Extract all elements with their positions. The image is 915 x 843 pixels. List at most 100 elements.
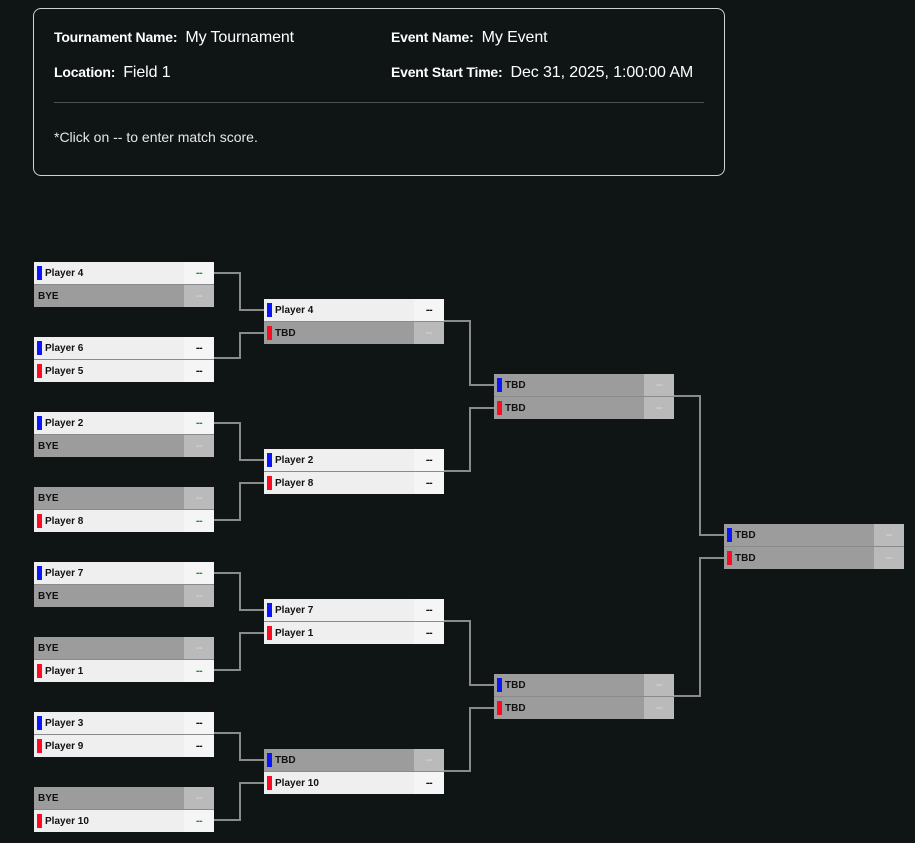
competitor-row-bottom[interactable]: BYE-- [34,585,214,607]
score-entry-button[interactable]: -- [874,547,904,569]
match-row-divider [264,471,444,472]
match-row-divider [34,284,214,285]
competitor-row-bottom[interactable]: Player 8-- [264,472,444,494]
competitor-row-top[interactable]: Player 7-- [264,599,444,621]
competitor-row-bottom[interactable]: TBD-- [264,322,444,344]
competitor-name: TBD [275,754,296,766]
competitor-name: BYE [38,290,59,302]
competitor-name: Player 10 [45,815,89,827]
event-start-time-field: Event Start Time: Dec 31, 2025, 1:00:00 … [391,64,693,82]
match-row-divider [34,359,214,360]
score-entry-button[interactable]: -- [184,585,214,607]
event-name-value: My Event [481,29,548,46]
match-row-divider [264,771,444,772]
competitor-row-bottom[interactable]: Player 9-- [34,735,214,757]
competitor-row-bottom[interactable]: Player 10-- [264,772,444,794]
score-entry-button[interactable]: -- [874,524,904,546]
score-entry-button[interactable]: -- [184,262,214,284]
competitor-row-top[interactable]: Player 2-- [34,412,214,434]
score-entry-button[interactable]: -- [414,749,444,771]
match-row-divider [34,434,214,435]
competitor-name: TBD [505,379,526,391]
score-entry-button[interactable]: -- [414,449,444,471]
competitor-row-top[interactable]: BYE -- [34,787,214,809]
competitor-row-top[interactable]: Player 3 -- [34,712,214,734]
competitor-row-bottom[interactable]: TBD -- [724,547,904,569]
score-entry-button[interactable]: -- [184,735,214,757]
seed-color-marker-icon [267,603,272,617]
score-entry-button[interactable]: -- [414,622,444,644]
score-entry-button[interactable]: -- [184,660,214,682]
competitor-row-bottom[interactable]: Player 5-- [34,360,214,382]
competitor-row-top[interactable]: TBD -- [494,674,674,696]
competitor-name: Player 2 [275,454,314,466]
competitor-name: Player 1 [275,627,314,639]
competitor-name: TBD [505,679,526,691]
round1-match-7: Player 3 --Player 9-- [34,712,214,757]
competitor-row-top[interactable]: TBD -- [724,524,904,546]
score-entry-button[interactable]: -- [644,397,674,419]
score-entry-button[interactable]: -- [644,697,674,719]
competitor-name: TBD [505,402,526,414]
score-entry-button[interactable]: -- [184,487,214,509]
score-entry-button[interactable]: -- [184,285,214,307]
score-entry-button[interactable]: -- [644,374,674,396]
score-entry-button[interactable]: -- [184,360,214,382]
seed-color-marker-icon [37,664,42,678]
round1-match-6: BYE-- Player 1 -- [34,637,214,682]
competitor-name: Player 6 [45,342,84,354]
seed-color-marker-icon [497,401,502,415]
competitor-row-bottom[interactable]: Player 1 -- [34,660,214,682]
competitor-row-bottom[interactable]: Player 1 -- [264,622,444,644]
tournament-name-field: Tournament Name: My Tournament [54,29,294,47]
competitor-row-top[interactable]: Player 2 -- [264,449,444,471]
seed-color-marker-icon [497,378,502,392]
competitor-row-bottom[interactable]: Player 8-- [34,510,214,532]
competitor-row-top[interactable]: Player 7 -- [34,562,214,584]
competitor-name: BYE [38,440,59,452]
competitor-name: BYE [38,792,59,804]
competitor-name: TBD [735,529,756,541]
competitor-name: Player 7 [45,567,84,579]
competitor-row-bottom[interactable]: BYE -- [34,435,214,457]
score-entry-button[interactable]: -- [414,772,444,794]
competitor-row-bottom[interactable]: BYE -- [34,285,214,307]
score-entry-button[interactable]: -- [184,787,214,809]
score-entry-button[interactable]: -- [414,599,444,621]
competitor-name: Player 1 [45,665,84,677]
score-entry-button[interactable]: -- [184,337,214,359]
seed-color-marker-icon [497,678,502,692]
score-entry-button[interactable]: -- [644,674,674,696]
score-entry-button[interactable]: -- [184,412,214,434]
score-entry-button[interactable]: -- [414,472,444,494]
competitor-row-top[interactable]: Player 6 -- [34,337,214,359]
round1-match-4: BYE--Player 8-- [34,487,214,532]
competitor-row-top[interactable]: TBD -- [494,374,674,396]
round1-match-8: BYE -- Player 10 -- [34,787,214,832]
score-entry-button[interactable]: -- [184,562,214,584]
competitor-name: TBD [735,552,756,564]
competitor-row-top[interactable]: BYE-- [34,637,214,659]
competitor-row-bottom[interactable]: Player 10 -- [34,810,214,832]
competitor-row-top[interactable]: TBD -- [264,749,444,771]
seed-color-marker-icon [37,716,42,730]
tournament-name-value: My Tournament [185,29,295,46]
score-entry-button[interactable]: -- [414,299,444,321]
seed-color-marker-icon [267,626,272,640]
competitor-row-bottom[interactable]: TBD -- [494,397,674,419]
score-entry-button[interactable]: -- [184,637,214,659]
score-entry-button[interactable]: -- [184,712,214,734]
match-row-divider [494,396,674,397]
competitor-row-top[interactable]: Player 4-- [34,262,214,284]
score-entry-button[interactable]: -- [184,810,214,832]
score-entry-button[interactable]: -- [184,510,214,532]
competitor-row-top[interactable]: BYE-- [34,487,214,509]
seed-color-marker-icon [37,514,42,528]
seed-color-marker-icon [37,739,42,753]
competitor-name: Player 3 [45,717,84,729]
location-field: Location: Field 1 [54,64,171,82]
competitor-row-bottom[interactable]: TBD-- [494,697,674,719]
competitor-row-top[interactable]: Player 4-- [264,299,444,321]
score-entry-button[interactable]: -- [184,435,214,457]
score-entry-button[interactable]: -- [414,322,444,344]
